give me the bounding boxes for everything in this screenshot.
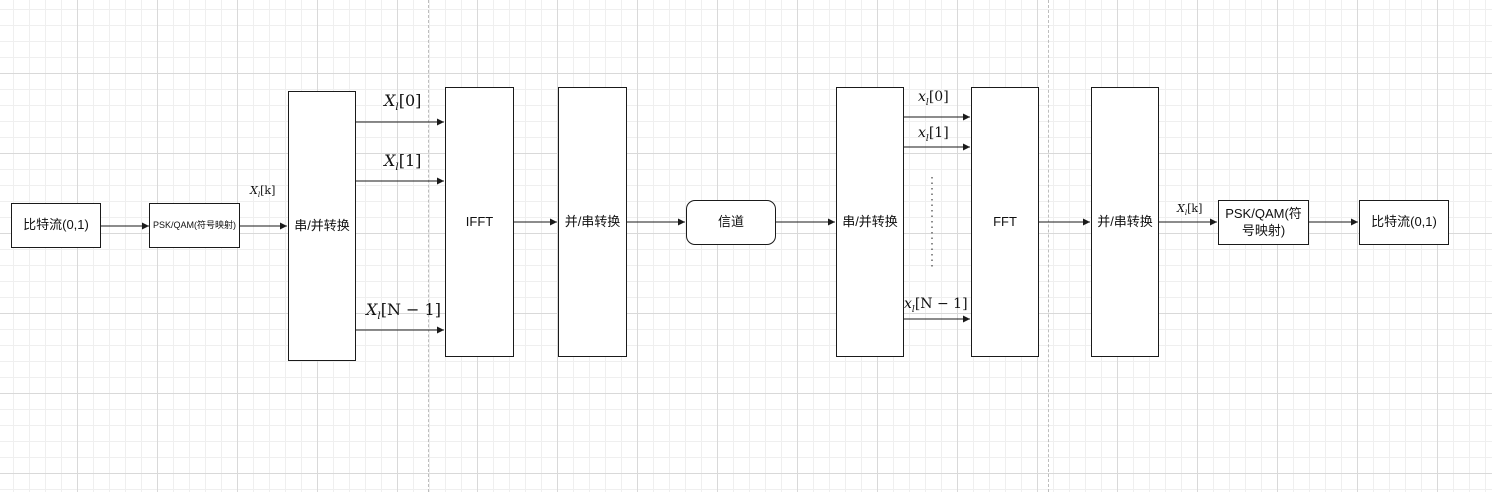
serial-to-parallel-tx-block[interactable]: 串/并转换 (288, 91, 356, 361)
label-tx-subcarrier-0: Xl[0] (384, 91, 422, 114)
psk-qam-demapper-block[interactable]: PSK/QAM(符号映射) (1218, 200, 1309, 245)
label-tx-subcarrier-n: Xl[N − 1] (366, 300, 441, 323)
channel-block[interactable]: 信道 (686, 200, 776, 245)
psk-qam-mapper-block[interactable]: PSK/QAM(符号映射) (149, 203, 240, 248)
parallel-to-serial-rx-block[interactable]: 并/串转换 (1091, 87, 1159, 357)
divider-line-left (428, 0, 429, 492)
label-rx-subcarrier-n: xl[N − 1] (904, 296, 968, 315)
bitstream-input-block[interactable]: 比特流(0,1) (11, 203, 101, 248)
fft-block[interactable]: FFT (971, 87, 1039, 357)
serial-to-parallel-rx-block[interactable]: 串/并转换 (836, 87, 904, 357)
label-rx-subcarrier-0: xl[0] (918, 89, 949, 108)
parallel-to-serial-tx-block[interactable]: 并/串转换 (558, 87, 627, 357)
label-tx-subcarrier-1: Xl[1] (384, 151, 422, 174)
ifft-block[interactable]: IFFT (445, 87, 514, 357)
label-rx-output-symbol: Xl[k] (1177, 202, 1203, 218)
bitstream-output-block[interactable]: 比特流(0,1) (1359, 200, 1449, 245)
label-tx-input-symbol: Xl[k] (250, 184, 276, 200)
label-rx-subcarrier-1: xl[1] (918, 125, 949, 144)
divider-line-right (1048, 0, 1049, 492)
